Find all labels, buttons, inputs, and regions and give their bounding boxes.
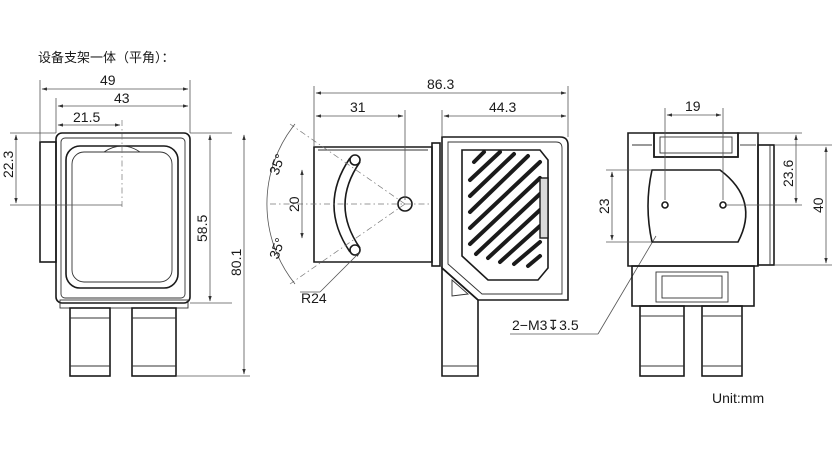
side-view: R24 35° 35° 20 86.3 xyxy=(266,76,657,377)
back-lower-block xyxy=(631,265,755,307)
unit-label: Unit:mm xyxy=(712,390,764,406)
dim-front-width-body: 43 xyxy=(114,90,130,106)
dim-back-hole-spacing: 23 xyxy=(596,198,612,214)
side-bracket xyxy=(313,146,433,263)
back-connector-left xyxy=(639,305,685,377)
dim-side-bracket-length: 31 xyxy=(350,99,366,115)
thread-callout: 2−M3↧3.5 xyxy=(512,317,579,333)
back-hole-right xyxy=(719,201,727,209)
dim-back-right-height: 23.6 xyxy=(780,160,796,187)
front-body-inner xyxy=(60,137,186,299)
side-curved-slot xyxy=(333,157,351,253)
dim-front-half-width: 21.5 xyxy=(73,109,100,125)
dim-side-angle-bottom: 35° xyxy=(266,236,288,261)
front-window xyxy=(65,145,179,289)
dim-back-top-width: 19 xyxy=(685,98,701,114)
dim-front-total-height: 80.1 xyxy=(228,249,244,276)
dim-side-angle-top: 35° xyxy=(266,152,288,177)
side-camera-body xyxy=(441,136,569,301)
front-connector-left xyxy=(69,307,111,377)
back-mount-plate xyxy=(647,169,747,243)
side-connector xyxy=(441,266,479,377)
dim-front-offset-height: 22.3 xyxy=(0,151,16,178)
front-body-outer xyxy=(55,132,191,304)
dim-back-height: 40 xyxy=(810,197,826,213)
back-connector-right xyxy=(701,305,743,377)
back-hole-left xyxy=(661,201,669,209)
dim-side-slot-height: 20 xyxy=(286,196,302,212)
drawing-title: 设备支架一体（平角）： xyxy=(38,50,175,66)
front-connector-right xyxy=(131,307,177,377)
dim-front-width-overall: 49 xyxy=(100,72,116,88)
front-side-tab xyxy=(39,141,57,263)
side-curved-slot-inner xyxy=(344,161,361,249)
side-rib-panel xyxy=(461,149,549,281)
front-lens-notch xyxy=(103,145,141,153)
dim-side-total-length: 86.3 xyxy=(427,76,454,92)
front-window-inner xyxy=(71,151,173,283)
dim-front-body-height: 58.5 xyxy=(194,215,210,242)
dim-side-radius: R24 xyxy=(301,290,327,306)
dim-side-body-length: 44.3 xyxy=(489,99,516,115)
back-view: 19 23 23.6 40 xyxy=(596,98,832,377)
front-view: 49 43 21.5 22.3 58.5 80.1 xyxy=(0,72,250,377)
front-bottom-strip xyxy=(59,299,189,309)
